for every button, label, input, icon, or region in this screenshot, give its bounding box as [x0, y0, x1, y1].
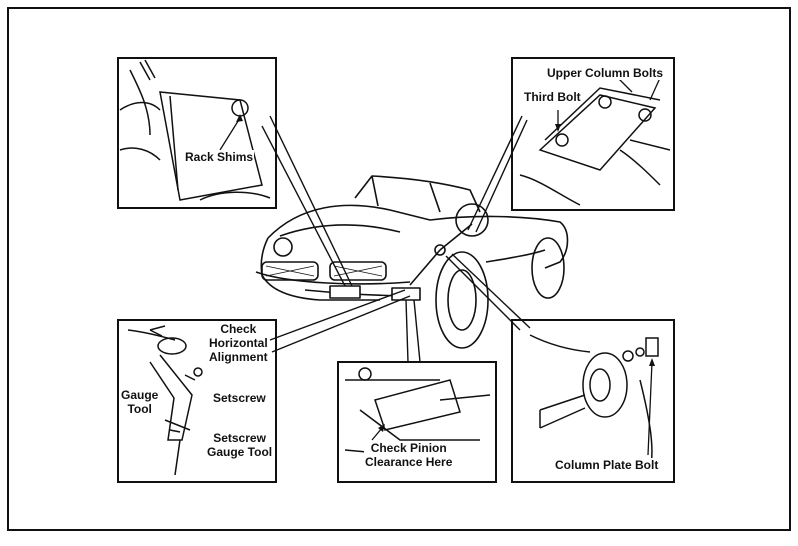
label-third-bolt: Third Bolt — [523, 90, 582, 104]
label-gauge-tool-2: Gauge Tool — [207, 445, 273, 459]
label-gauge: Gauge — [121, 388, 159, 402]
label-upper-column-bolts: Upper Column Bolts — [546, 66, 664, 80]
label-alignment: Alignment — [209, 350, 268, 364]
label-horizontal: Horizontal — [209, 336, 268, 350]
label-column-plate-bolt: Column Plate Bolt — [554, 458, 660, 472]
panel-upper-column — [511, 57, 675, 211]
label-check-pinion: Check Pinion — [370, 441, 447, 455]
label-rack-shims: Rack Shims — [184, 150, 255, 164]
outer-border — [7, 7, 791, 531]
label-check-pinion-clearance: Check Pinion Clearance Here — [364, 441, 454, 469]
label-setscrew: Setscrew — [212, 391, 267, 405]
label-gauge-tool: Gauge Tool — [120, 388, 160, 416]
label-setscrew-2: Setscrew — [213, 431, 266, 445]
leader-lines — [261, 115, 531, 363]
car-illustration — [255, 175, 569, 349]
label-setscrew-gauge-tool: Setscrew Gauge Tool — [206, 431, 274, 459]
panel-column-plate — [511, 319, 675, 483]
label-check-horizontal-alignment: Check Horizontal Alignment — [208, 322, 269, 364]
panel-rack-shims — [117, 57, 277, 209]
label-clearance-here: Clearance Here — [365, 455, 453, 469]
label-tool: Tool — [127, 402, 152, 416]
label-check: Check — [220, 322, 257, 336]
